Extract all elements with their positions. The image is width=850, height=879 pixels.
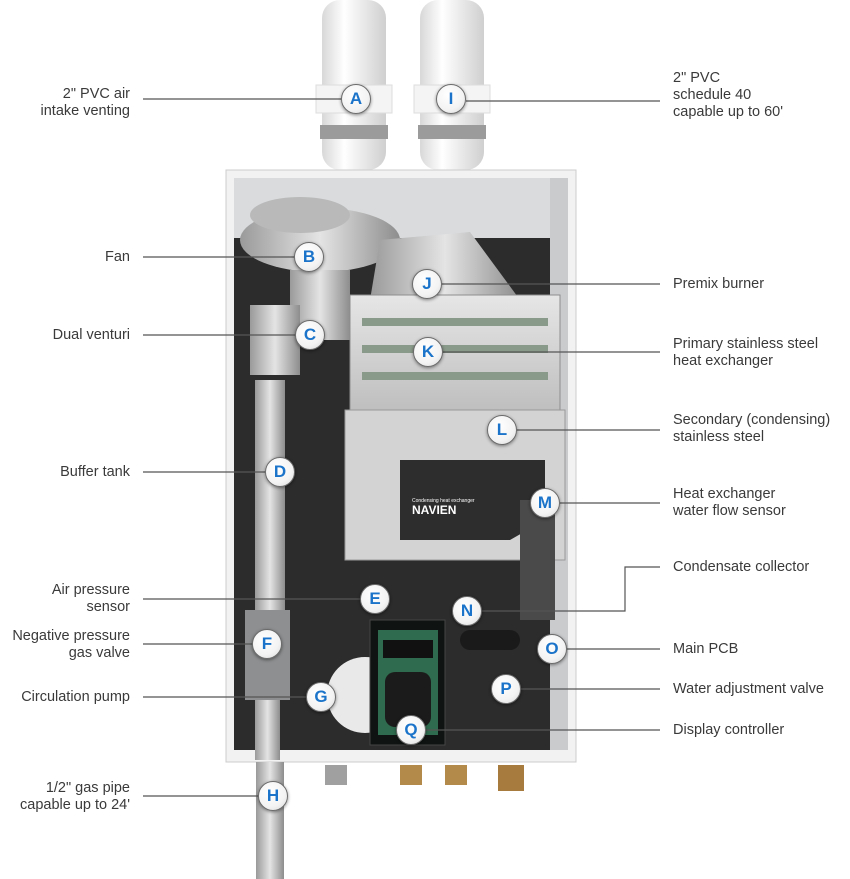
callout-marker-q: Q [396, 715, 426, 745]
callout-label-d: Buffer tank [60, 464, 130, 480]
callout-label-e: Air pressure sensor [51, 582, 130, 615]
callout-label-j: Premix burner [673, 276, 765, 292]
callout-marker-p: P [491, 674, 521, 704]
callout-marker-m: M [530, 488, 560, 518]
brand-logo: NAVIEN [412, 503, 456, 517]
callout-marker-l: L [487, 415, 517, 445]
callout-label-o: Main PCB [673, 641, 739, 657]
callout-leader-lines [143, 98, 660, 797]
callout-marker-b: B [294, 242, 324, 272]
heat-exchanger: Condensing heat exchanger NAVIEN [344, 232, 566, 561]
callout-label-n: Condensate collector [673, 559, 810, 575]
callout-label-c: Dual venturi [52, 327, 130, 343]
brand-subtext: Condensing heat exchanger [412, 498, 475, 504]
callout-marker-h: H [258, 781, 288, 811]
callout-label-g: Circulation pump [21, 689, 130, 705]
callout-marker-g: G [306, 682, 336, 712]
callout-label-q: Display controller [673, 722, 785, 738]
vent-pipes [315, 0, 491, 170]
callout-label-p: Water adjustment valve [673, 681, 824, 697]
callout-marker-d: D [265, 457, 295, 487]
callout-label-b: Fan [105, 249, 130, 265]
callout-label-i: 2" PVC schedule 40 capable up to 60' [673, 70, 783, 120]
callout-label-k: Primary stainless steel heat exchanger [673, 336, 819, 369]
callout-label-l: Secondary (condensing) stainless steel [673, 412, 831, 445]
callout-label-a: 2" PVC air intake venting [40, 86, 130, 119]
callout-label-f: Negative pressure gas valve [12, 628, 130, 661]
callout-marker-n: N [452, 596, 482, 626]
callout-marker-j: J [412, 269, 442, 299]
callout-label-m: Heat exchanger water flow sensor [673, 486, 786, 519]
callout-marker-k: K [413, 337, 443, 367]
callout-marker-o: O [537, 634, 567, 664]
callout-marker-c: C [295, 320, 325, 350]
callout-label-h: 1/2" gas pipe capable up to 24' [20, 780, 130, 813]
bottom-fittings [256, 762, 524, 879]
callout-marker-e: E [360, 584, 390, 614]
callout-marker-a: A [341, 84, 371, 114]
leader-line-n [482, 566, 660, 612]
callout-marker-f: F [252, 629, 282, 659]
callout-marker-i: I [436, 84, 466, 114]
